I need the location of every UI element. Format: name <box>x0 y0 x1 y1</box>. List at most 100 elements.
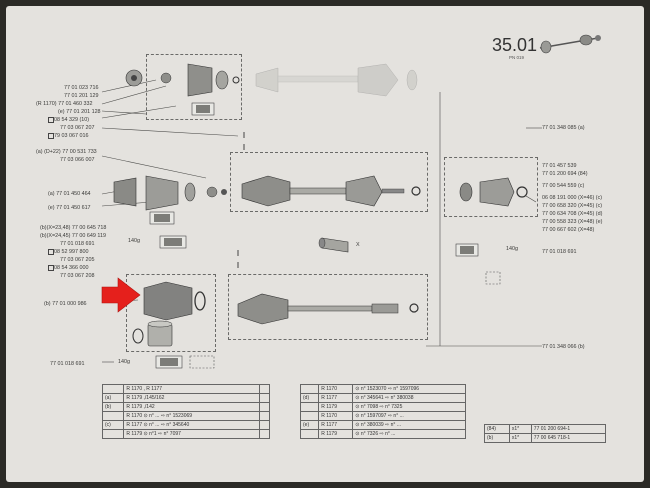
table-cell <box>101 429 125 439</box>
boot-kit-frame-top <box>146 54 242 120</box>
table-cell: ⊙ n° 7326 ⇨ n° ... <box>352 429 466 439</box>
table-row: R 1170 , R 1177 <box>101 384 270 394</box>
table-cell <box>299 402 320 412</box>
table-cell: R 1179 ,/145/162 <box>123 393 261 403</box>
driveshaft-thumbnail-icon <box>539 34 601 54</box>
dimension-x-label: X <box>356 242 360 248</box>
table-cell: 77 00 645 718-1 <box>530 433 607 443</box>
table-cell: ⊙ n° 1597097 ⇨ n° ... <box>352 411 466 421</box>
table-cell: ⊙ n° 380039 ⇨ n° ... <box>352 420 466 430</box>
table-row: (a)R 1179 ,/145/162 <box>101 393 270 403</box>
page-reference: PN 019 <box>509 55 525 60</box>
boot-kit-frame-b <box>126 274 216 352</box>
table-cell: R 1177 <box>318 420 354 430</box>
table-cell <box>259 393 270 403</box>
callout: 08 52 997 800 <box>54 249 89 255</box>
shaft-assembly-frame-a <box>230 152 428 212</box>
checkbox-icon <box>48 133 54 139</box>
callout: 77 00 667 602 (X=48) <box>542 227 595 233</box>
callout: 77 01 018 691 <box>60 241 95 247</box>
table-row: R 1179⊙ n° 7326 ⇨ n° ... <box>299 429 466 439</box>
table-cell <box>259 411 270 421</box>
table-cell: R 1170 <box>318 411 354 421</box>
callout: 79 03 067 016 <box>54 133 89 139</box>
table-cell: x1* <box>508 424 532 434</box>
callout: 77 01 200 694 (84) <box>542 171 588 177</box>
callout: 77 01 348 085 (a) <box>542 125 585 131</box>
callout: (e) 77 01 201 128 <box>58 109 101 115</box>
right-joint-frame <box>444 157 538 217</box>
callout: 77 01 457 539 <box>542 163 577 169</box>
red-arrow-pointer <box>101 277 141 313</box>
table-cell: (a) <box>101 393 125 403</box>
grease-label: 140g <box>118 359 130 365</box>
shaft-assembly-frame-b <box>228 274 428 340</box>
callout: 77 01 201 129 <box>64 93 99 99</box>
table-cell: R 1177 ⊙ n° ... ⇨ n° 345640 <box>123 420 261 430</box>
callout: 06 08 191 000 (X=46) (c) <box>542 195 603 201</box>
table-row: (b)x1*77 00 645 718-1 <box>484 433 607 443</box>
table-row: R 1170 ⊙ n° ... ⇨ n° 1523069 <box>101 411 270 421</box>
callout: 77 00 544 559 (c) <box>542 183 585 189</box>
callout: (b)(X=23,48) 77 00 645 718 <box>40 225 107 231</box>
application-table-mid: R 1170⊙ n° 1523070 ⇨ n° 1597096 (d)R 117… <box>299 384 466 439</box>
catalog-page: 35.01 PN 019 <box>6 6 644 482</box>
table-cell: R 1170 ⊙ n° ... ⇨ n° 1523069 <box>123 411 261 421</box>
callout: (a) 77 01 450 464 <box>48 191 91 197</box>
table-cell: R 1179 ⊙ n°1 ⇨ n° 7097 <box>123 429 261 439</box>
callout: 77 00 634 708 (X=45) (d) <box>542 211 603 217</box>
table-cell <box>101 411 125 421</box>
table-cell: 77 01 200 694-1 <box>530 424 607 434</box>
callout: 08 54 366 000 <box>54 265 89 271</box>
table-cell <box>299 384 320 394</box>
callout: 08 54 329 (10) <box>54 117 90 123</box>
table-row: R 1170⊙ n° 1597097 ⇨ n° ... <box>299 411 466 421</box>
table-cell: x1* <box>508 433 532 443</box>
table-row: (b)R 1179 ,/142 <box>101 402 270 412</box>
table-row: R 1179⊙ n° 7098 ⇨ n° 7325 <box>299 402 466 412</box>
application-table-left: R 1170 , R 1177 (a)R 1179 ,/145/162 (b)R… <box>101 384 270 439</box>
table-cell: R 1179 ,/142 <box>123 402 261 412</box>
table-cell: R 1179 <box>318 402 354 412</box>
table-cell <box>259 429 270 439</box>
table-cell: R 1177 <box>318 393 354 403</box>
callout: 77 01 348 066 (b) <box>542 344 585 350</box>
checkbox-icon <box>48 265 54 271</box>
table-cell: ⊙ n° 1523070 ⇨ n° 1597096 <box>352 384 466 394</box>
page-number: 35.01 <box>492 35 538 55</box>
table-row: R 1170⊙ n° 1523070 ⇨ n° 1597096 <box>299 384 466 394</box>
callout: (e) 77 01 450 617 <box>48 205 91 211</box>
table-cell <box>299 429 320 439</box>
table-cell: (e) <box>299 420 320 430</box>
table-cell: ⊙ n° 345641 ⇨ n° 380038 <box>352 393 466 403</box>
callout: (R 1170) 77 01 460 332 <box>36 101 93 107</box>
callout: 77 03 067 205 <box>60 257 95 263</box>
callout: (a) (D+22) 77 00 531 733 <box>36 149 97 155</box>
table-cell: R 1170 , R 1177 <box>123 384 261 394</box>
table-cell <box>299 411 320 421</box>
callout: 77 01 018 691 <box>542 249 577 255</box>
table-cell <box>101 384 125 394</box>
callout: (b) 77 01 000 986 <box>44 301 87 307</box>
application-table-right: (84)x1*77 01 200 694-1 (b)x1*77 00 645 7… <box>484 424 607 443</box>
table-cell: (d) <box>299 393 320 403</box>
callout: (b)(X=24,45) 77 00 649 119 <box>40 233 106 239</box>
table-cell: R 1170 <box>318 384 354 394</box>
table-row: R 1179 ⊙ n°1 ⇨ n° 7097 <box>101 429 270 439</box>
table-row: (84)x1*77 01 200 694-1 <box>484 424 607 434</box>
table-cell: R 1179 <box>318 429 354 439</box>
table-cell <box>259 384 270 394</box>
grease-label: 140g <box>128 238 140 244</box>
table-cell <box>259 402 270 412</box>
callout: 77 03 067 207 <box>60 125 95 131</box>
callout: 77 00 658 320 (X=45) (c) <box>542 203 603 209</box>
callout: 77 01 018 691 <box>50 361 85 367</box>
table-row: (c)R 1177 ⊙ n° ... ⇨ n° 345640 <box>101 420 270 430</box>
table-cell <box>259 420 270 430</box>
callout: 77 01 023 716 <box>64 85 99 91</box>
table-cell: (b) <box>484 433 510 443</box>
table-cell: ⊙ n° 7098 ⇨ n° 7325 <box>352 402 466 412</box>
grease-label: 140g <box>506 246 518 252</box>
table-cell: (84) <box>484 424 510 434</box>
table-cell: (c) <box>101 420 125 430</box>
